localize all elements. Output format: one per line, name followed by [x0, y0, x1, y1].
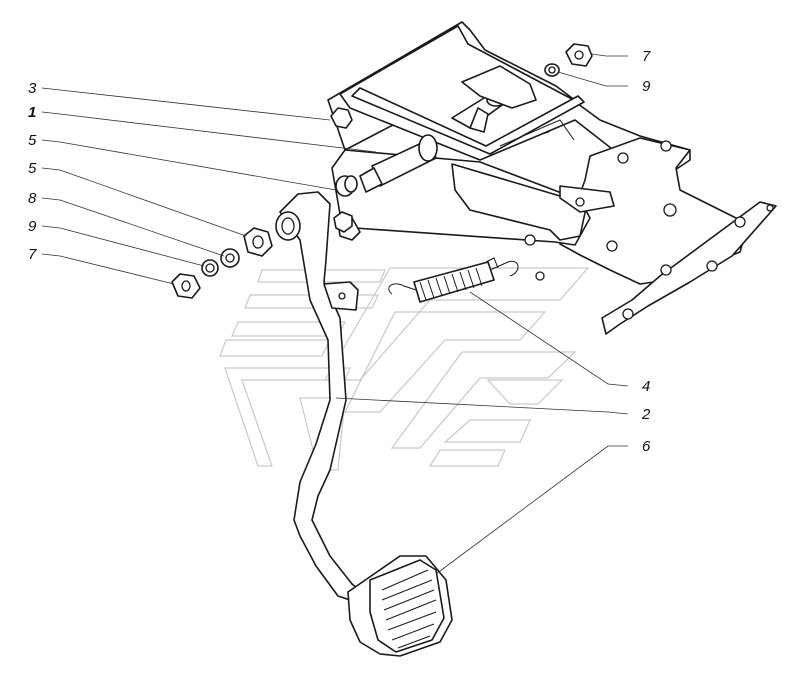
callout-1: 1	[28, 104, 36, 121]
pedal-shaft	[359, 134, 438, 193]
nut-right-small	[333, 211, 353, 233]
nut-right-7	[565, 43, 593, 67]
callouts: 3 1 5 5 8 9 7 7 9 4 2 6	[28, 48, 651, 455]
nut-left-7	[171, 273, 201, 299]
callout-5-upper: 5	[28, 132, 37, 149]
washer-8	[220, 248, 240, 268]
callout-7-left: 7	[28, 246, 37, 263]
spring-washer-right-9	[544, 63, 560, 77]
pedal-pad	[347, 555, 453, 657]
bushing-upper	[335, 175, 358, 197]
leader-lines	[41, 53, 629, 575]
callout-4: 4	[642, 378, 650, 395]
nut-left-8	[243, 227, 273, 257]
callout-6: 6	[642, 438, 651, 455]
callout-3: 3	[28, 80, 37, 97]
callout-9-right: 9	[642, 78, 651, 95]
spring-washer-left-9	[201, 259, 219, 277]
callout-8: 8	[28, 190, 37, 207]
callout-7-right: 7	[642, 48, 651, 65]
callout-5-lower: 5	[28, 160, 37, 177]
brand-logo-watermark	[219, 267, 590, 471]
callout-9-left: 9	[28, 218, 37, 235]
callout-2: 2	[641, 406, 651, 423]
pedal-lever	[275, 191, 363, 601]
return-spring	[388, 257, 519, 303]
pedal-bracket	[327, 21, 777, 335]
